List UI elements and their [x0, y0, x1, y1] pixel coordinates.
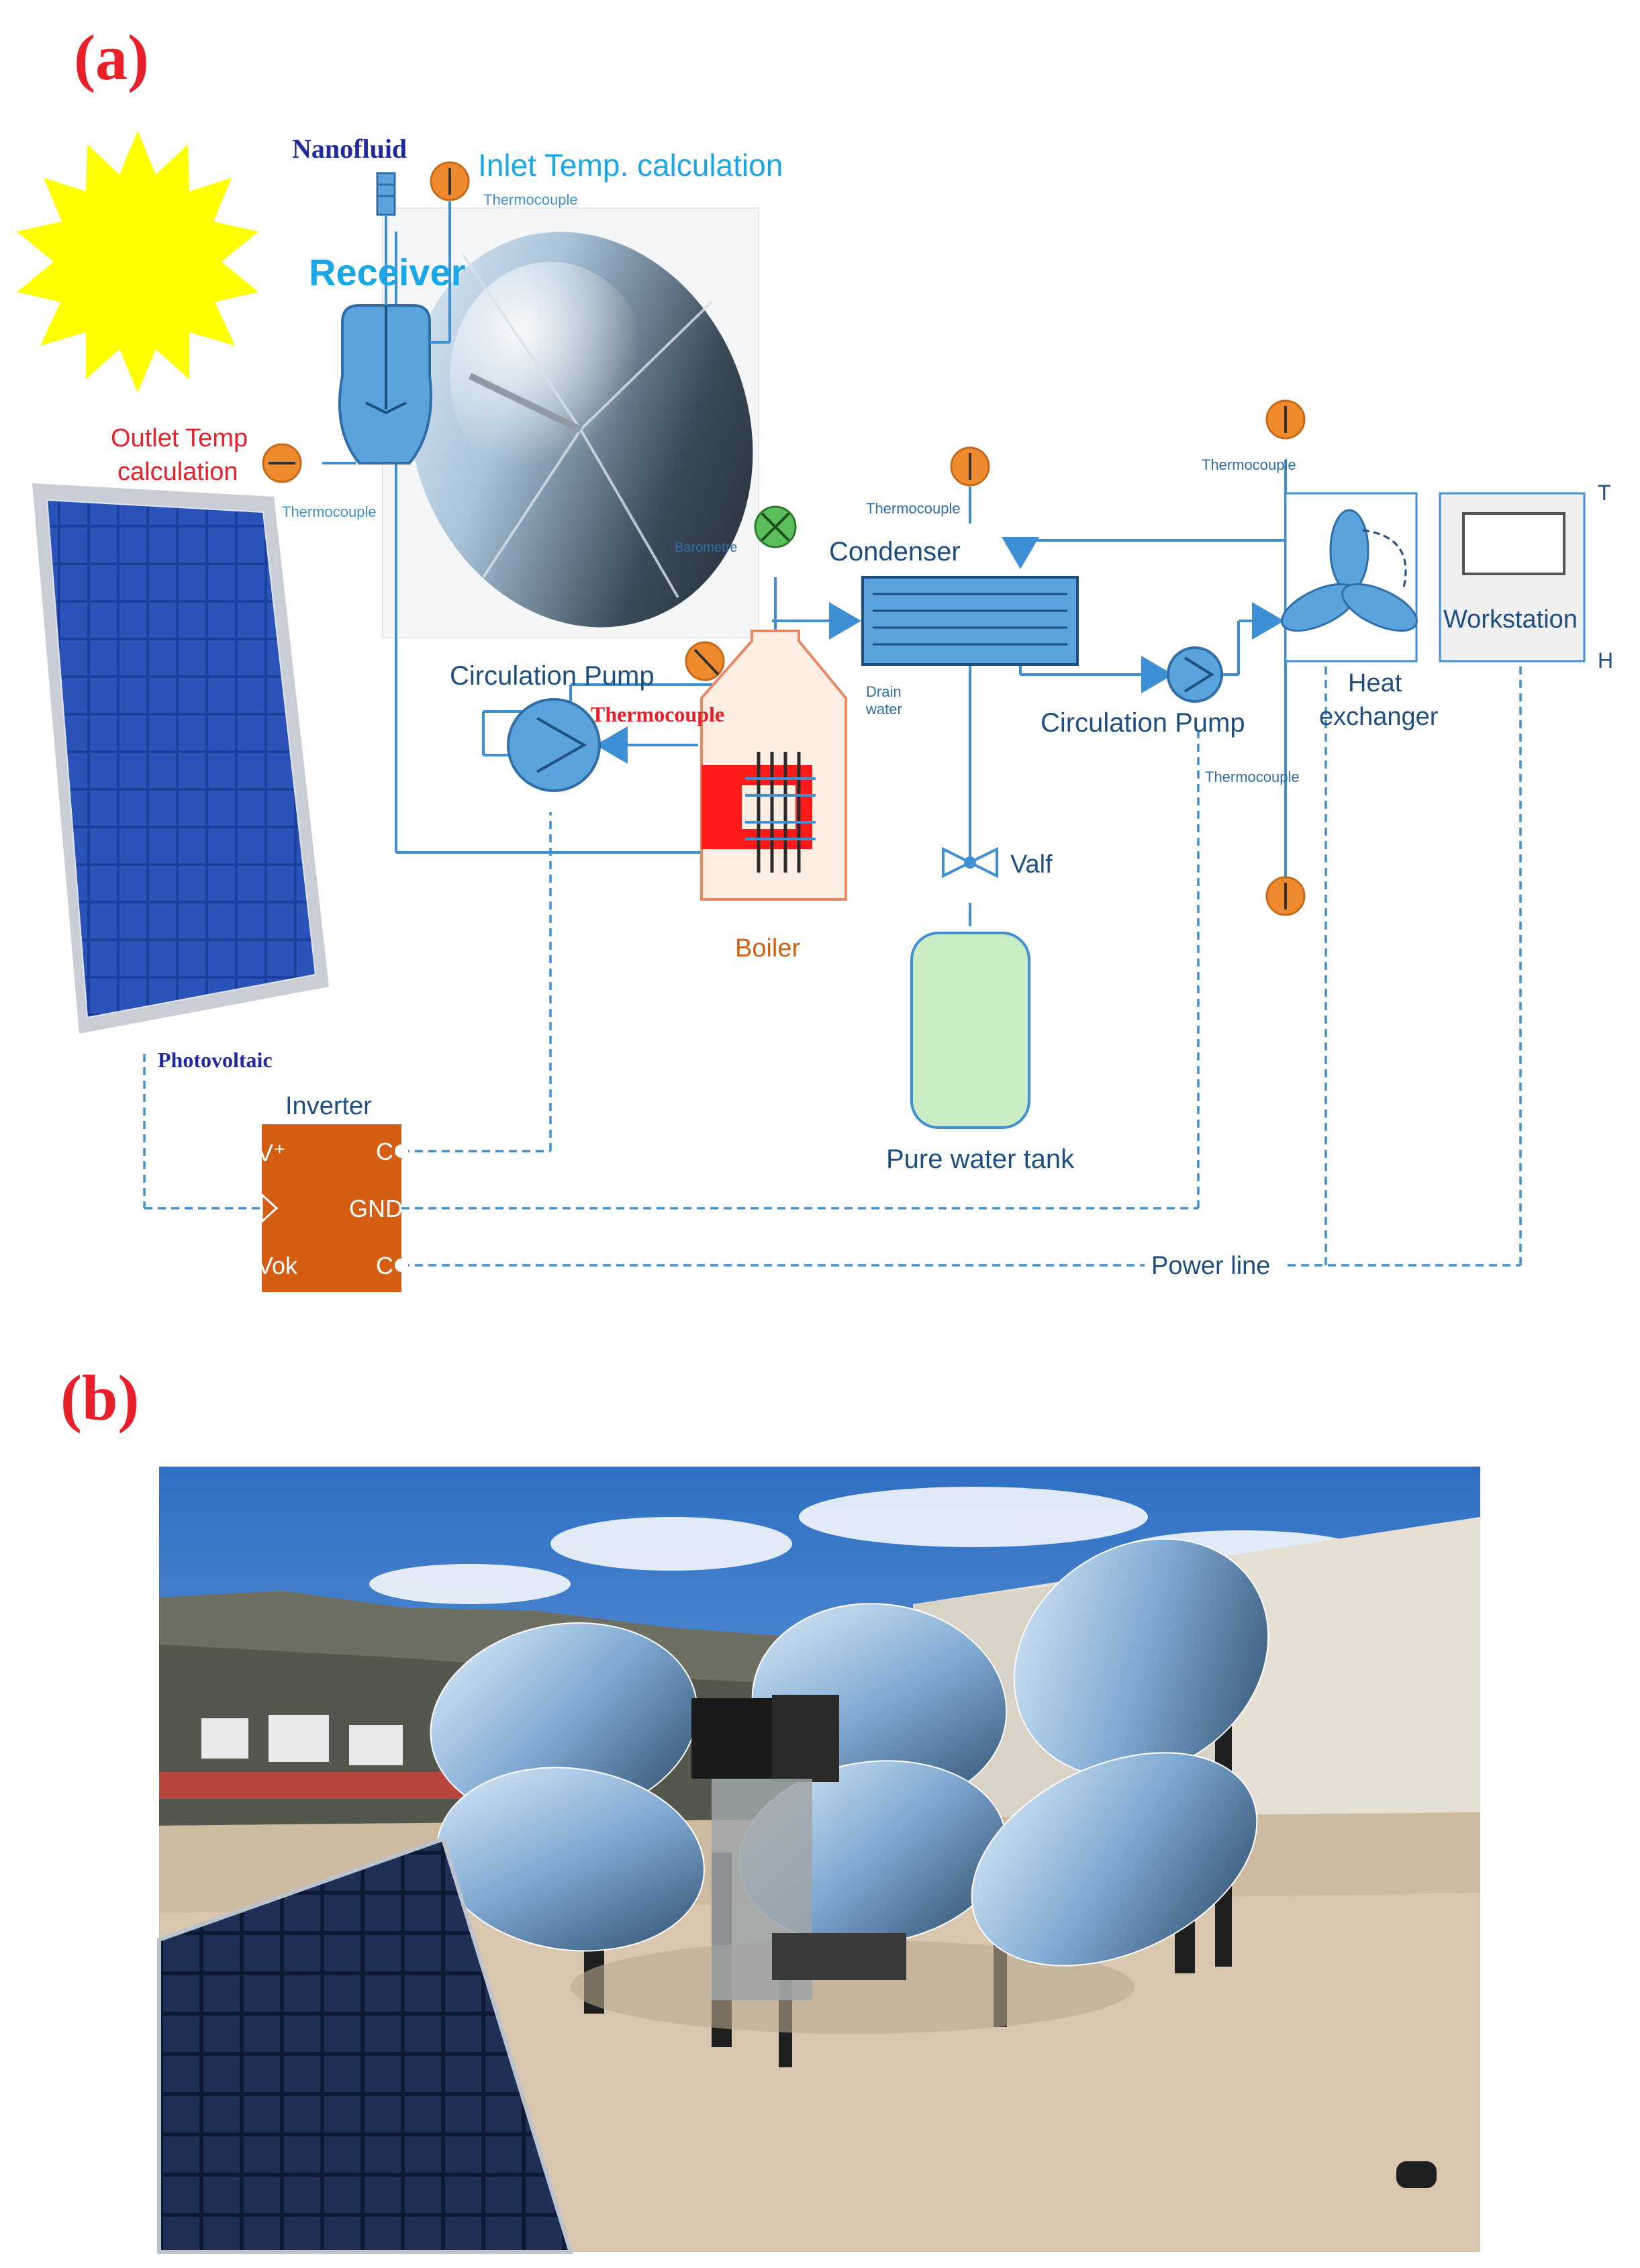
thermocouple-inlet-icon [430, 161, 470, 201]
sun-icon [17, 131, 258, 393]
inverter-c1-label: C [376, 1138, 393, 1165]
valf-icon [942, 846, 998, 879]
barometre-label: Barometre [675, 540, 737, 555]
thermocouple-outlet-icon [262, 443, 302, 483]
photovoltaic-panel [32, 483, 329, 1034]
condenser-label: Condenser [829, 537, 961, 566]
thermocouple-inlet-label: Thermocouple [483, 191, 578, 208]
thermocouple-hx-bottom-label: Thermocouple [1205, 769, 1300, 785]
inverter-c2-label: C [376, 1252, 393, 1279]
receiver [338, 304, 432, 464]
circulation-pump-2-label: Circulation Pump [1041, 708, 1245, 738]
condenser [861, 576, 1079, 666]
thermocouple-hx-bottom-icon [1265, 876, 1306, 916]
power-line-label: Power line [1151, 1252, 1270, 1280]
inverter-gnd-label: GND [349, 1195, 403, 1222]
boiler-label: Boiler [735, 934, 800, 963]
drain-water-label-line2: water [865, 701, 902, 718]
panel-a-label: (a) [74, 21, 149, 93]
thermocouple-hx-top-label: Thermocouple [1202, 456, 1296, 473]
t-label: T [1598, 481, 1611, 505]
nanofluid-inlet-icon [376, 172, 396, 216]
workstation-label: Workstation [1443, 605, 1578, 634]
thermocouple-boiler-label: Thermocouple [591, 702, 724, 726]
inverter-vok-label: Vok [257, 1252, 298, 1279]
inverter [260, 1124, 408, 1292]
inverter-vplus-label: V⁺ [257, 1139, 286, 1167]
field-photo [157, 1467, 1480, 2254]
heat-exchanger-label-line2: exchanger [1319, 703, 1439, 731]
receiver-label: Receiver [309, 251, 466, 293]
valf-label: Valf [1010, 850, 1053, 879]
inlet-temp-label: Inlet Temp. calculation [478, 148, 783, 183]
nanofluid-label: Nanofluid [292, 134, 407, 164]
outlet-temp-label-line2: calculation [117, 458, 238, 486]
thermocouple-outlet-label: Thermocouple [282, 503, 377, 520]
photovoltaic-label: Photovoltaic [158, 1048, 273, 1072]
pure-water-tank-label: Pure water tank [886, 1144, 1075, 1174]
thermocouple-boiler-icon [685, 641, 725, 681]
parabolic-dish [382, 207, 759, 638]
circulation-pump-1-label: Circulation Pump [450, 661, 655, 691]
boiler [700, 630, 847, 901]
heat-exchanger [1281, 492, 1418, 662]
circulation-pump-2 [1167, 646, 1223, 703]
outlet-temp-label-line1: Outlet Temp [111, 424, 248, 452]
panel-b-label: (b) [60, 1362, 139, 1434]
drain-water-label-line1: Drain [866, 683, 902, 700]
thermocouple-hx-top-icon [1265, 399, 1306, 440]
barometre-icon [754, 505, 797, 548]
pure-water-tank [910, 932, 1030, 1129]
inverter-label: Inverter [285, 1092, 372, 1120]
heat-exchanger-label-line1: Heat [1348, 669, 1402, 697]
thermocouple-condenser-icon [950, 446, 990, 487]
thermocouple-condenser-label: Thermocouple [866, 500, 961, 517]
power-lines [143, 664, 1522, 1267]
workstation [1439, 492, 1586, 662]
h-label: H [1598, 648, 1613, 673]
circulation-pump-1 [507, 698, 601, 792]
